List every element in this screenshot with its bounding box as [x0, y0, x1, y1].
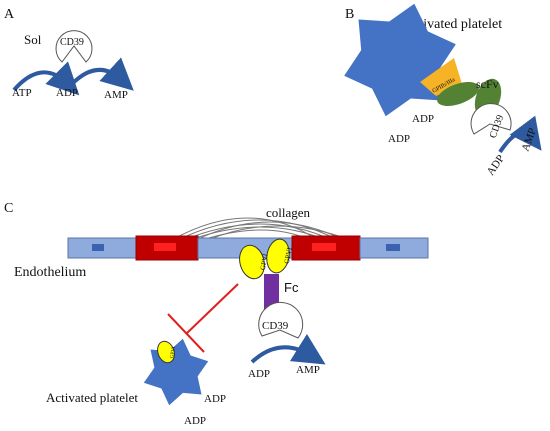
inhibition-line	[185, 283, 239, 335]
panel-c-endothelium-label: Endothelium	[14, 265, 86, 280]
panel-b-scfv-label: scFv	[476, 77, 499, 91]
inhibition-bar	[167, 313, 205, 353]
panel-a-adp-to-amp-arrow	[70, 57, 134, 91]
panel-c-collagen-label: collagen	[266, 205, 311, 220]
panel-a-atp-label: ATP	[12, 87, 32, 99]
panel-a-cd39-shape	[55, 30, 93, 63]
panel-c: C collagen Endothelium GPVI	[4, 201, 429, 427]
panel-b-scfv-domain-1	[437, 81, 479, 107]
panel-b-adp-near-platelet-1: ADP	[412, 113, 434, 125]
panel-b-adp-near-platelet-2: ADP	[388, 133, 410, 145]
endothelial-junction	[135, 235, 199, 261]
panel-a-sol-label: Sol	[24, 32, 42, 47]
collagen-fibre	[171, 217, 319, 241]
panel-a-amp-label: AMP	[104, 89, 128, 101]
platelet-gpvi-label: GPVI	[170, 346, 177, 359]
endothelial-junction-core	[154, 243, 176, 251]
panel-b-title: Activated platelet	[403, 17, 502, 32]
collagen-fibre	[183, 223, 333, 241]
collagen-fibres	[171, 217, 351, 241]
collagen-fibre	[177, 219, 339, 241]
panel-a-cd39-label: CD39	[60, 37, 84, 48]
panel-c-amp-label: AMP	[296, 364, 320, 376]
gpvi-label-1: GPVI	[259, 253, 270, 271]
gpvi-label-2: GPVI	[283, 246, 294, 264]
panel-c-cd39-shape	[258, 301, 304, 339]
panel-b: B Activated platelet GPIIb/IIIa scFv CD3…	[344, 3, 542, 178]
endothelial-nucleus	[92, 244, 104, 251]
gpvi-domain-2	[266, 238, 290, 274]
panel-c-cd39-label: CD39	[262, 320, 289, 332]
gpvi-domain-1	[239, 244, 265, 280]
panel-c-adp-label: ADP	[248, 368, 270, 380]
panel-a: A Sol CD39 ATP ADP AMP	[4, 7, 134, 101]
collagen-fibre	[207, 225, 351, 241]
panel-a-letter: A	[4, 7, 15, 22]
panel-a-adp-label: ADP	[56, 87, 78, 99]
panel-c-adp-near-platelet-1: ADP	[204, 393, 226, 405]
panel-b-letter: B	[345, 7, 354, 22]
panel-a-atp-to-adp-arrow	[12, 61, 80, 96]
fc-label: Fc	[284, 280, 299, 295]
panel-c-adp-to-amp-arrow	[250, 333, 326, 365]
panel-c-activated-platelet-label: Activated platelet	[46, 390, 138, 405]
inhibition-symbol	[167, 283, 239, 353]
panel-c-adp-near-platelet-2: ADP	[184, 415, 206, 427]
panel-c-letter: C	[4, 201, 13, 216]
panel-b-adp-label: ADP	[485, 153, 507, 178]
endothelial-junction-core	[312, 243, 336, 251]
endothelial-nucleus	[386, 244, 400, 251]
panel-b-adp-to-amp-arrow	[498, 115, 542, 154]
platelet-gpvi-receptor	[157, 340, 175, 364]
